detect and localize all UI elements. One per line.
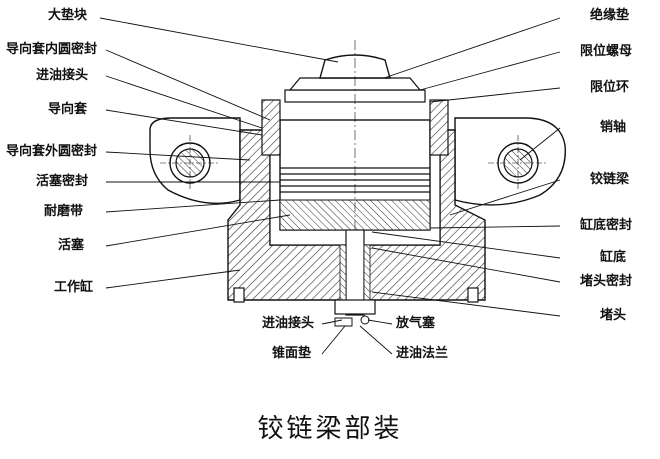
label-big-pad: 大垫块	[48, 8, 88, 23]
leader-lines-right	[371, 17, 561, 317]
oil-passage-wall-left	[339, 244, 347, 301]
label-cylinder-bottom: 缸底	[600, 250, 627, 265]
label-limit-ring: 限位环	[590, 80, 630, 95]
leader-lines-left	[99, 17, 339, 289]
label-piston-seal: 活塞密封	[36, 174, 89, 189]
label-guide-sleeve-outer-seal: 导向套外圆密封	[6, 144, 98, 159]
label-insulating-pad: 绝缘垫	[590, 8, 630, 23]
label-vent-plug: 放气塞	[396, 316, 436, 331]
label-wear-band: 耐磨带	[44, 204, 84, 219]
guide-sleeve-left	[261, 99, 281, 156]
label-oil-inlet-joint-top: 进油接头	[36, 68, 89, 83]
bolt-feet	[233, 287, 479, 303]
label-hinge-beam: 铰链梁	[590, 172, 630, 187]
oil-inlet-flange	[334, 299, 376, 315]
figure-caption: 铰链梁部装	[257, 414, 403, 444]
label-guide-sleeve-inner-seal: 导向套内圆密封	[6, 42, 98, 57]
oil-inlet-joint-bottom-mark	[334, 317, 353, 327]
label-cone-washer: 锥面垫	[272, 346, 312, 361]
oil-passage-wall-right	[363, 244, 371, 301]
label-plug-seal: 堵头密封	[580, 274, 633, 289]
label-plug: 堵头	[600, 308, 627, 323]
label-pin-shaft: 销轴	[600, 120, 627, 135]
label-limit-nut: 限位螺母	[580, 44, 633, 59]
label-guide-sleeve: 导向套	[48, 102, 88, 117]
vent-plug-mark	[360, 315, 370, 325]
label-oil-inlet-flange: 进油法兰	[396, 346, 449, 361]
guide-sleeve-right	[429, 99, 449, 156]
label-piston: 活塞	[58, 238, 85, 253]
label-cylinder-bottom-seal: 缸底密封	[580, 218, 633, 233]
label-oil-inlet-joint-bottom: 进油接头	[262, 316, 315, 331]
leader-lines-bottom	[321, 319, 393, 355]
label-working-cylinder: 工作缸	[54, 280, 94, 295]
